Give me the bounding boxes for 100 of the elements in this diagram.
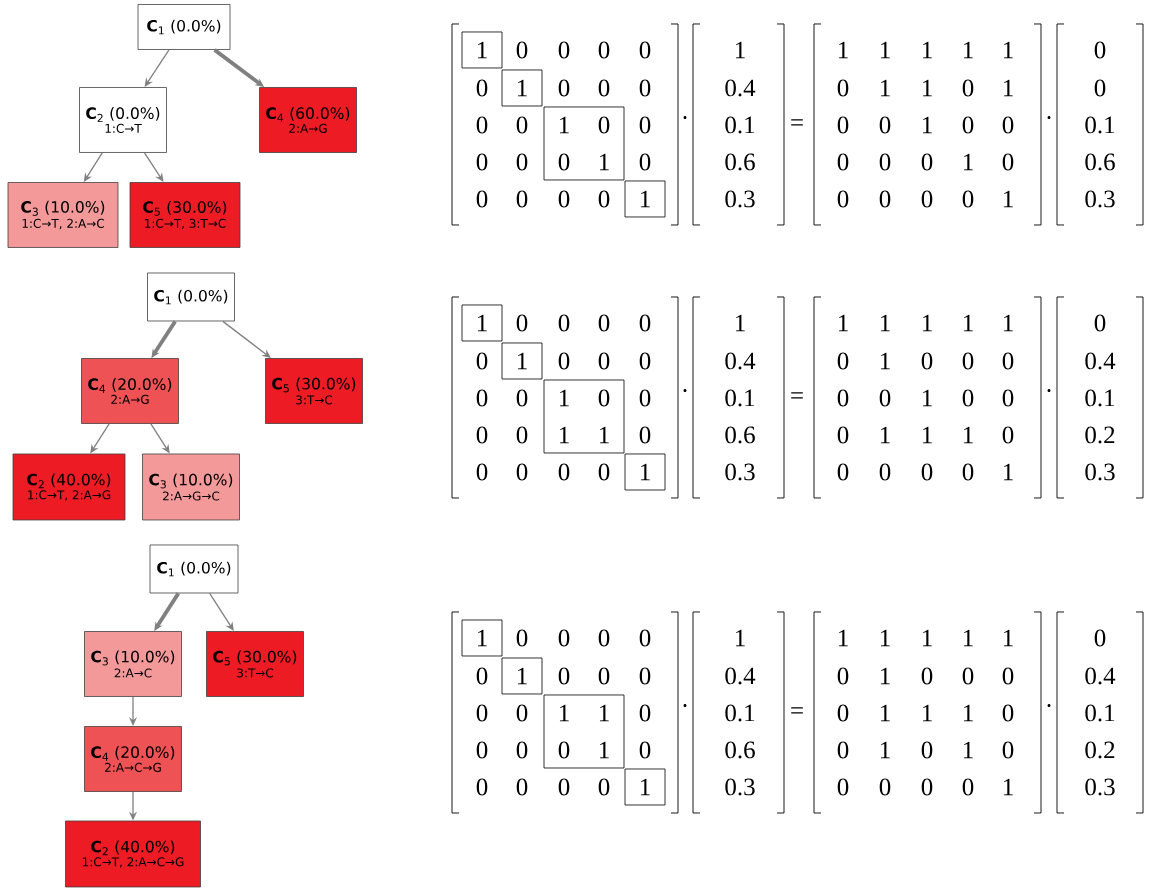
matrix-entry: 0 bbox=[1002, 116, 1014, 134]
matrix-entry: 0 bbox=[837, 389, 849, 407]
node-box: C$_{1}$ (0.0%) bbox=[137, 4, 231, 50]
matrix-entry: 1 bbox=[640, 463, 650, 481]
matrix-entry: 0 bbox=[558, 741, 570, 759]
matrix-entry: 1 bbox=[880, 41, 890, 59]
matrix-entry: 0.6 bbox=[725, 741, 755, 759]
matrix-entry: 0 bbox=[639, 314, 651, 332]
matrix-entry: 0 bbox=[1002, 741, 1014, 759]
matrix-entry: 1 bbox=[922, 704, 932, 722]
matrix-entry: 0.1 bbox=[725, 389, 755, 407]
matrix-entry: 0 bbox=[476, 704, 488, 722]
matrix-entry: 0 bbox=[1002, 667, 1014, 685]
matrix-entry: 0 bbox=[921, 667, 933, 685]
matrix-entry: 1 bbox=[838, 629, 848, 647]
matrix-entry: 1 bbox=[963, 704, 973, 722]
matrix-entry: 0.4 bbox=[725, 352, 756, 370]
equals-sign: = bbox=[791, 707, 803, 714]
matrix-entry: 1 bbox=[477, 314, 487, 332]
node-box: C$_{5}$ (30.0%) 3:T→C bbox=[206, 631, 304, 697]
matrix-entry: 0 bbox=[962, 352, 974, 370]
matrix-entry: 0 bbox=[598, 190, 610, 208]
matrix-entry: 0 bbox=[1002, 704, 1014, 722]
node-box: C$_{1}$ (0.0%) bbox=[149, 544, 239, 594]
matrix-entry: 0 bbox=[837, 153, 849, 171]
matrix-entry: 0.3 bbox=[725, 778, 755, 796]
matrix-entry: 0 bbox=[639, 389, 651, 407]
matrix-entry: 0 bbox=[516, 41, 528, 59]
dot-sign: · bbox=[1047, 704, 1051, 708]
matrix-entry: 0 bbox=[921, 153, 933, 171]
matrix-entry: 0 bbox=[598, 352, 610, 370]
matrix-entry: 0.3 bbox=[1085, 190, 1115, 208]
matrix-entry: 0.6 bbox=[725, 426, 755, 444]
matrix-entry: 1 bbox=[880, 629, 890, 647]
matrix-entry: 1 bbox=[517, 667, 527, 685]
matrix-entry: 1 bbox=[1003, 41, 1013, 59]
matrix-entry: 0 bbox=[516, 426, 528, 444]
matrix-entry: 0 bbox=[558, 41, 570, 59]
matrix-entry: 0.2 bbox=[1085, 426, 1115, 444]
matrix-entry: 0 bbox=[639, 629, 651, 647]
matrix-entry: 0 bbox=[962, 116, 974, 134]
matrix-entry: 0 bbox=[516, 116, 528, 134]
matrix-entry: 0 bbox=[476, 79, 488, 97]
node-box: C$_{2}$ (40.0%) 1:C→T, 2:A→G bbox=[12, 453, 126, 521]
matrix-entry: 0.1 bbox=[725, 116, 755, 134]
matrix-entry: 1 bbox=[922, 116, 932, 134]
matrix-entry: 0 bbox=[598, 314, 610, 332]
matrix-entry: 0.6 bbox=[1085, 153, 1115, 171]
matrix-entry: 1 bbox=[599, 704, 609, 722]
matrix-entry: 0.4 bbox=[1085, 667, 1116, 685]
matrix-entry: 0 bbox=[598, 463, 610, 481]
matrix-entry: 0 bbox=[837, 463, 849, 481]
matrix-entry: 1 bbox=[963, 426, 973, 444]
matrix-entry: 0 bbox=[558, 463, 570, 481]
matrix-entry: 0 bbox=[962, 79, 974, 97]
node-box: C$_{5}$ (30.0%) 3:T→C bbox=[265, 358, 363, 424]
matrix-entry: 0 bbox=[516, 153, 528, 171]
matrix-entry: 0 bbox=[516, 314, 528, 332]
matrix-entry: 0 bbox=[921, 352, 933, 370]
matrix-entry: 0 bbox=[558, 629, 570, 647]
matrix-entry: 1 bbox=[880, 667, 890, 685]
matrix-entry: 0 bbox=[476, 116, 488, 134]
matrix-entry: 0 bbox=[516, 190, 528, 208]
matrix-entry: 1 bbox=[880, 741, 890, 759]
matrix-entry: 0 bbox=[879, 116, 891, 134]
matrix-entry: 1 bbox=[922, 79, 932, 97]
matrix-entry: 0 bbox=[476, 153, 488, 171]
matrix-entry: 1 bbox=[922, 389, 932, 407]
dot-sign: · bbox=[1047, 116, 1051, 120]
matrix-entry: 0 bbox=[598, 629, 610, 647]
matrix-entry: 1 bbox=[880, 79, 890, 97]
matrix-entry: 1 bbox=[599, 153, 609, 171]
matrix-entry: 0 bbox=[476, 190, 488, 208]
matrix-entry: 0 bbox=[921, 190, 933, 208]
matrix-entry: 0 bbox=[962, 778, 974, 796]
node-box: C$_{5}$ (30.0%) 1:C→T, 3:T→C bbox=[129, 182, 241, 248]
matrix-entry: 0 bbox=[558, 190, 570, 208]
matrix-entry: 0.6 bbox=[725, 153, 755, 171]
equals-sign: = bbox=[791, 119, 803, 126]
matrix-entry: 0.4 bbox=[1085, 352, 1116, 370]
matrix-entry: 0 bbox=[1002, 153, 1014, 171]
matrix-entry: 1 bbox=[1003, 79, 1013, 97]
matrix-entry: 1 bbox=[963, 314, 973, 332]
matrix-entry: 0 bbox=[476, 778, 488, 796]
matrix-entry: 0.1 bbox=[1085, 704, 1115, 722]
matrix-entry: 0.3 bbox=[725, 463, 755, 481]
matrix-entry: 0 bbox=[639, 41, 651, 59]
matrix-entry: 0 bbox=[837, 667, 849, 685]
matrix-entry: 1 bbox=[735, 41, 745, 59]
matrix-entry: 0.4 bbox=[725, 79, 756, 97]
matrix-entry: 1 bbox=[559, 426, 569, 444]
matrix-entry: 1 bbox=[880, 314, 890, 332]
matrix-entry: 1 bbox=[880, 352, 890, 370]
matrix-entry: 1 bbox=[559, 389, 569, 407]
matrix-entry: 0 bbox=[558, 667, 570, 685]
matrix-entry: 1 bbox=[1003, 778, 1013, 796]
matrix-entry: 0 bbox=[639, 667, 651, 685]
matrix-entry: 0.3 bbox=[725, 190, 755, 208]
matrix-entry: 0 bbox=[558, 153, 570, 171]
matrix-entry: 1 bbox=[880, 704, 890, 722]
